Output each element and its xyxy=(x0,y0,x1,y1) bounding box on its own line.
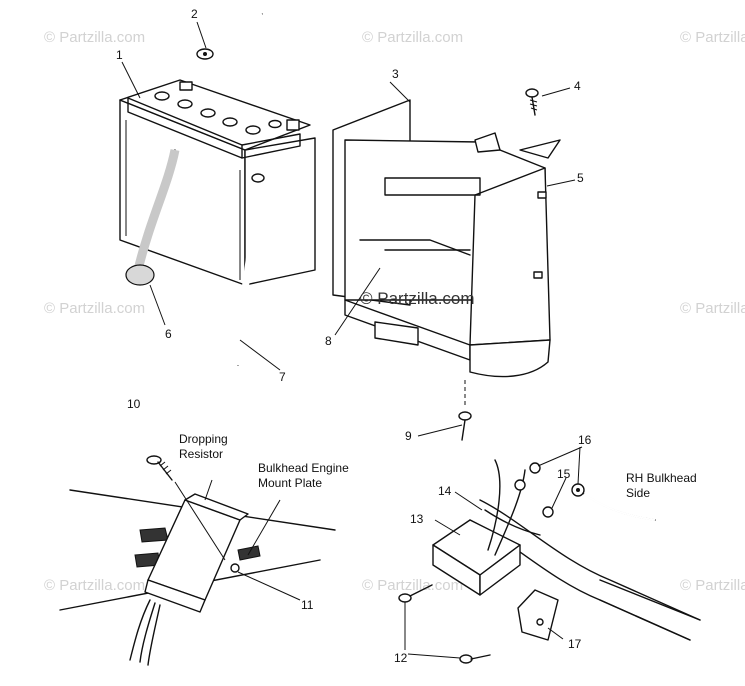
battery-cable xyxy=(196,12,263,60)
callout-3: 3 xyxy=(392,67,399,81)
watermark-mid-right: © Partzilla.com xyxy=(680,300,745,317)
callout-6: 6 xyxy=(165,327,172,341)
callout-2: 2 xyxy=(191,7,198,21)
note-bulkhead-line1: Bulkhead Engine xyxy=(258,461,349,475)
callout-4: 4 xyxy=(574,79,581,93)
screw-10 xyxy=(146,455,226,561)
watermark-top-center: © Partzilla.com xyxy=(362,29,463,46)
note-dropping-resistor-line1: Dropping xyxy=(179,432,228,446)
callout-17: 17 xyxy=(568,637,582,651)
callout-5: 5 xyxy=(577,171,584,185)
watermarks: © Partzilla.com © Partzilla.com © Partzi… xyxy=(44,29,745,594)
callout-13: 13 xyxy=(410,512,424,526)
watermark-center: © Partzilla.com xyxy=(360,289,475,308)
watermark-bottom-right: © Partzilla.com xyxy=(680,577,745,594)
watermark-bottom-center: © Partzilla.com xyxy=(362,577,463,594)
callout-8: 8 xyxy=(325,334,332,348)
resistor-assembly xyxy=(59,489,336,666)
watermark-mid-left: © Partzilla.com xyxy=(44,300,145,317)
watermark-bottom-left: © Partzilla.com xyxy=(44,577,145,594)
note-rh-bulkhead-line2: Side xyxy=(626,486,650,500)
battery xyxy=(119,79,316,286)
callouts: 2 1 3 4 5 6 7 8 9 10 11 12 13 14 15 16 1… xyxy=(116,7,592,665)
callout-16: 16 xyxy=(578,433,592,447)
note-rh-bulkhead-line1: RH Bulkhead xyxy=(626,471,697,485)
callout-14: 14 xyxy=(438,484,452,498)
bolt-4 xyxy=(525,88,539,116)
callout-7: 7 xyxy=(279,370,286,384)
callout-10: 10 xyxy=(127,397,141,411)
bolt-9 xyxy=(458,380,472,441)
callout-9: 9 xyxy=(405,429,412,443)
callout-12: 12 xyxy=(394,651,408,665)
callout-15: 15 xyxy=(557,467,571,481)
vent-tube-6 xyxy=(125,149,180,286)
bracket-assembly xyxy=(398,459,701,664)
vent-tube-7 xyxy=(234,173,265,366)
notes: Dropping Resistor Bulkhead Engine Mount … xyxy=(179,432,697,500)
watermark-top-right: © Partzilla.com xyxy=(680,29,745,46)
battery-box xyxy=(332,99,561,378)
callout-1: 1 xyxy=(116,48,123,62)
note-bulkhead-line2: Mount Plate xyxy=(258,476,322,490)
note-dropping-resistor-line2: Resistor xyxy=(179,447,223,461)
callout-11: 11 xyxy=(301,598,314,612)
watermark-top-left: © Partzilla.com xyxy=(44,29,145,46)
leader-lines xyxy=(121,21,583,659)
